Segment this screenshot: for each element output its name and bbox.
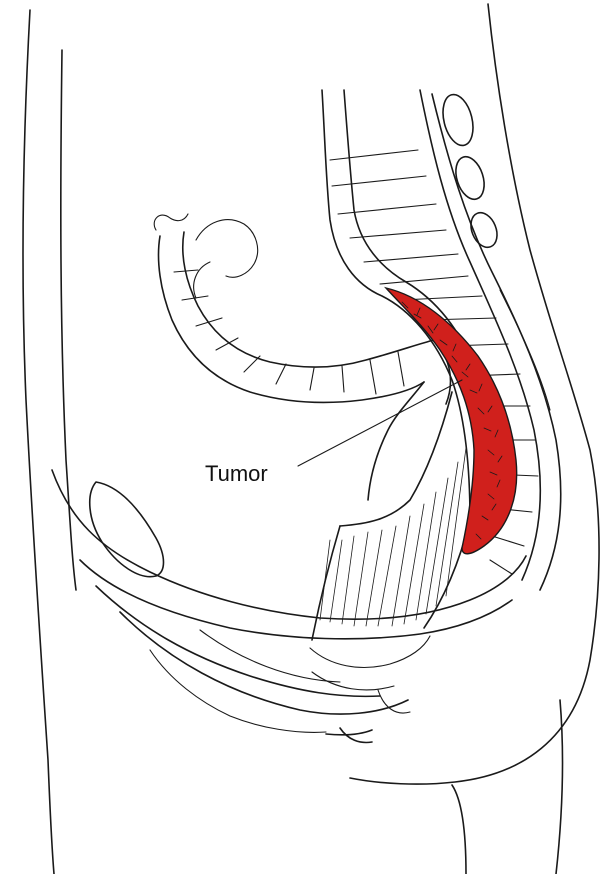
pelvic-floor bbox=[52, 470, 526, 742]
colon bbox=[154, 214, 450, 500]
tumor bbox=[386, 288, 517, 554]
rectum bbox=[312, 392, 470, 640]
tumor-mass bbox=[386, 288, 517, 554]
pubic-bone bbox=[90, 482, 164, 577]
tumor-label: Tumor bbox=[205, 461, 268, 487]
tumor-leader-line bbox=[298, 380, 462, 466]
